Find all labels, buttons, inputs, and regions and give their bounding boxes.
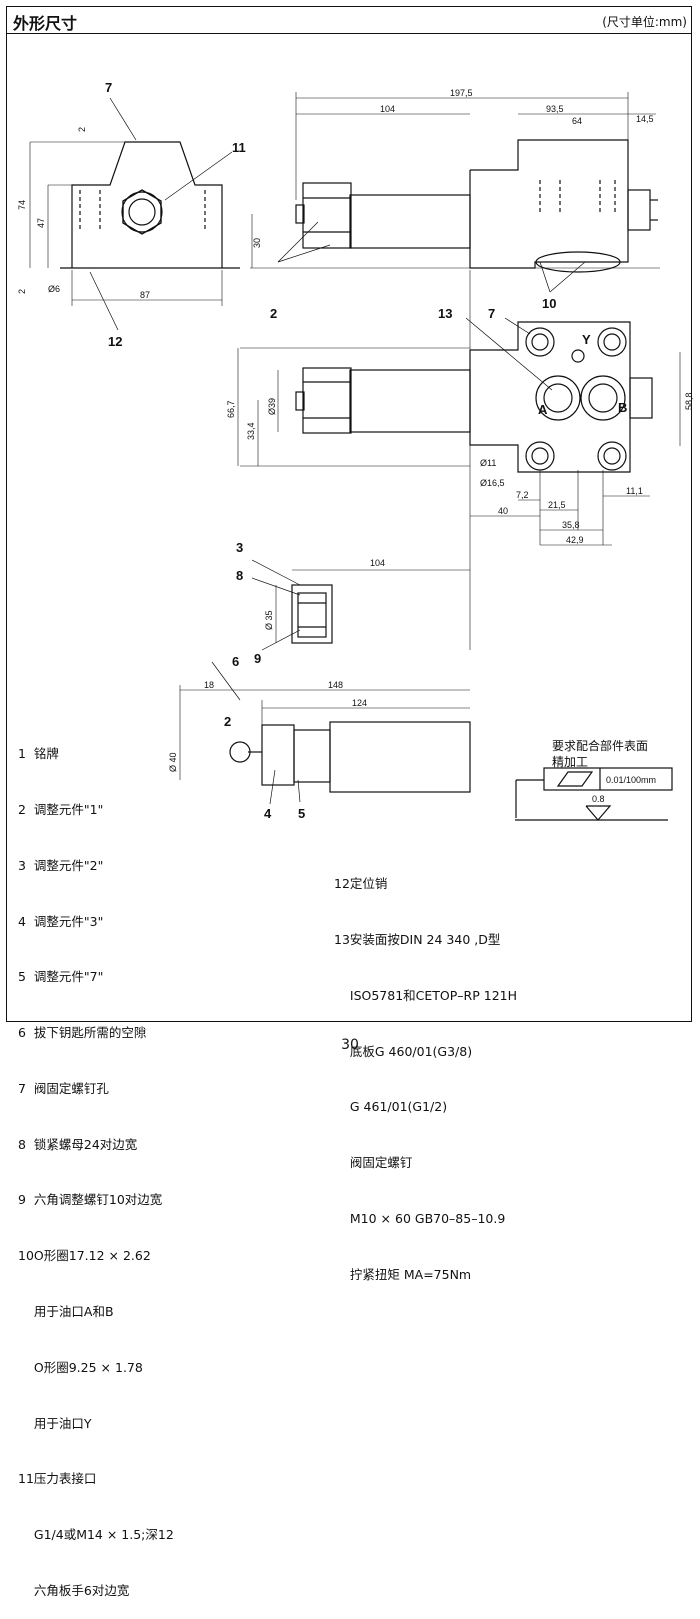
dim-d40: Ø 40: [168, 752, 178, 772]
dim-74: 74: [17, 200, 27, 210]
dim-72: 7,2: [516, 490, 529, 500]
legend-item: 13安装面按DIN 24 340 ,D型: [334, 931, 501, 947]
dim-215: 21,5: [548, 500, 566, 510]
dim-d6: Ø6: [48, 284, 60, 294]
dim-64: 64: [572, 116, 582, 126]
legend-item: 12定位销: [334, 876, 388, 892]
port-y: Y: [582, 332, 591, 347]
dim-47: 47: [36, 218, 46, 228]
front-view: [250, 92, 660, 293]
surface-note-line1: 要求配合部件表面: [552, 739, 649, 753]
port-b: B: [618, 400, 627, 415]
dim-40: 40: [498, 506, 508, 516]
dim-2b: 2: [17, 289, 27, 294]
callout-3: 3: [236, 540, 243, 555]
legend-item: 1 铭牌: [18, 746, 59, 762]
dim-148: 148: [328, 680, 343, 690]
flatness-value: 0.01/100mm: [606, 775, 656, 785]
dim-93: 93,5: [546, 104, 564, 114]
callout-10: 10: [542, 296, 556, 311]
top-view: [237, 270, 681, 650]
callout-7b: 7: [488, 306, 495, 321]
legend-item: 5 调整元件"7": [18, 969, 104, 985]
callout-2b: 2: [224, 714, 231, 729]
legend-item: 用于油口A和B: [18, 1304, 114, 1319]
dim-14: 14,5: [636, 114, 654, 124]
legend-item: 阀固定螺钉: [334, 1155, 413, 1171]
legend-item: 2 调整元件"1": [18, 801, 104, 817]
port-a: A: [538, 402, 548, 417]
dim-429: 42,9: [566, 535, 584, 545]
legend-item: 底板G 460/01(G3/8): [334, 1043, 473, 1059]
roughness-value: 0.8: [592, 794, 605, 804]
side-view: [29, 97, 240, 331]
legend-item: 10O形圈17.12 × 2.62: [18, 1248, 151, 1264]
dim-124: 124: [352, 698, 367, 708]
callout-2a: 2: [270, 306, 277, 321]
technical-drawing: 74 47 2 2 Ø6 87 197,5 104 93,5 64 14,5 3…: [17, 80, 694, 821]
page-number: 30: [341, 1037, 359, 1053]
legend-left: 1 铭牌 2 调整元件"1" 3 调整元件"2" 4 调整元件"3" 5 调整元…: [18, 708, 174, 1619]
header-bar: 外形尺寸 (尺寸单位:mm): [7, 7, 691, 34]
legend-item: O形圈9.25 × 1.78: [18, 1359, 143, 1375]
surface-note-line2: 精加工: [552, 755, 589, 769]
callout-5: 5: [298, 806, 305, 821]
legend-item: 6 拔下钥匙所需的空隙: [18, 1025, 147, 1041]
legend-item: 11压力表接口: [18, 1471, 97, 1487]
callout-11: 11: [232, 140, 246, 155]
callout-13: 13: [438, 306, 452, 321]
dim-197: 197,5: [450, 88, 473, 98]
dim-d16: Ø16,5: [480, 478, 505, 488]
legend-item: ISO5781和CETOP–RP 121H: [334, 987, 518, 1003]
dim-33: 33,4: [246, 422, 256, 440]
surface-note: 要求配合部件表面 精加工: [552, 738, 648, 770]
drawing-frame: 外形尺寸 (尺寸单位:mm): [6, 6, 692, 1022]
unit-note: (尺寸单位:mm): [602, 15, 687, 29]
dim-18: 18: [204, 680, 214, 690]
legend-item: 六角板手6对边宽: [18, 1582, 130, 1598]
dim-d35: Ø 35: [264, 610, 274, 630]
legend-right: 12定位销 13安装面按DIN 24 340 ,D型 ISO5781和CETOP…: [334, 838, 517, 1303]
legend-item: 用于油口Y: [18, 1415, 92, 1431]
legend-item: G 461/01(G1/2): [334, 1099, 448, 1115]
dim-104b: 104: [370, 558, 385, 568]
legend-item: 4 调整元件"3": [18, 913, 104, 929]
legend-item: 8 锁紧螺母24对边宽: [18, 1136, 138, 1152]
legend-item: M10 × 60 GB70–85–10.9: [334, 1210, 506, 1226]
dim-2a: 2: [77, 127, 87, 132]
callout-9: 9: [254, 651, 261, 666]
legend-item: G1/4或M14 × 1.5;深12: [18, 1527, 174, 1543]
dim-66: 66,7: [226, 400, 236, 418]
callout-4: 4: [264, 806, 272, 821]
callout-7a: 7: [105, 80, 112, 95]
dim-d39: Ø39: [267, 398, 277, 415]
legend-item: 拧紧扭矩 MA=75Nm: [334, 1266, 472, 1282]
dim-111: 11,1: [626, 486, 643, 496]
adjuster-2-view: [251, 559, 470, 651]
callout-labels: 7 11 12 2 10 13 7 3 8 9 6 2 4 5: [105, 80, 556, 821]
page-title: 外形尺寸: [13, 14, 78, 33]
dim-30: 30: [252, 238, 262, 248]
legend-item: 9 六角调整螺钉10对边宽: [18, 1192, 163, 1208]
callout-12: 12: [108, 334, 122, 349]
legend-item: 7 阀固定螺钉孔: [18, 1080, 109, 1096]
dim-358: 35,8: [562, 520, 580, 530]
dim-104a: 104: [380, 104, 395, 114]
adjuster-3-view: [179, 661, 471, 805]
callout-6: 6: [232, 654, 239, 669]
legend-item: 3 调整元件"2": [18, 857, 104, 873]
dim-58: 58,8: [684, 392, 694, 410]
dim-d11: Ø11: [480, 458, 496, 468]
callout-8: 8: [236, 568, 243, 583]
dim-87: 87: [140, 290, 150, 300]
dimension-labels: 74 47 2 2 Ø6 87 197,5 104 93,5 64 14,5 3…: [17, 88, 694, 804]
surface-finish-symbol: [515, 767, 673, 821]
